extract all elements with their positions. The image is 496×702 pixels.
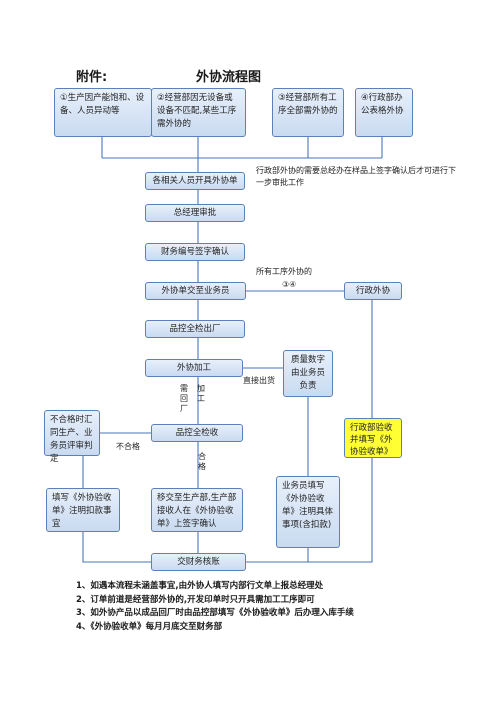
node-cause-equipment: ②经营部因无设备或设备不匹配,某些工序需外协的: [151, 88, 246, 137]
node-cause-all-process: ③经营部所有工序全部需外协的: [272, 88, 344, 137]
node-sales-fill: 业务员填写《外协验收单》注明具体事项(含扣款): [276, 476, 340, 548]
label-qualified: 合格: [198, 452, 206, 471]
node-admin-acceptance: 行政部验收并填写《外协验收单》: [344, 418, 402, 458]
node-to-sales: 外协单交至业务员: [145, 282, 246, 300]
node-cause-capacity: ①生产因产能饱和、设备、人员异动等: [54, 88, 152, 137]
note-1: 1、如遇本流程未涵盖事宜,由外协人填写内部行文单上报总经理处: [76, 581, 324, 591]
label-direct-ship: 直接出货: [243, 376, 275, 385]
connector-fill-finance: [82, 532, 151, 563]
note-4: 4、《外协验收单》每月月底交至财务部: [76, 622, 223, 632]
node-admin-outsource: 行政外协: [344, 282, 402, 300]
note-3: 3、如外协产品以成品回厂时由品控部填写《外协验收单》后办理入库手续: [76, 608, 354, 618]
label-process-return: 加工: [197, 384, 205, 403]
label-circled-34: ③④: [282, 280, 297, 289]
label-all-process: 所有工序外协的: [256, 267, 312, 276]
connector-salesfill-finance: [246, 548, 309, 563]
node-apply-form: 各相关人员开具外协单: [145, 172, 245, 190]
node-processing: 外协加工: [145, 359, 243, 377]
node-finance-sign: 财务编号签字确认: [145, 243, 245, 261]
node-gm-approval: 总经理审批: [145, 204, 245, 222]
node-to-finance: 交财务核账: [151, 553, 246, 571]
node-to-production: 移交至生产部,生产部接收人在《外协验收单》上签字确认: [151, 488, 243, 532]
node-qc-outbound: 品控全检出厂: [145, 320, 245, 338]
label-unqualified: 不合格: [116, 442, 140, 451]
page-title: 外协流程图: [196, 70, 262, 85]
note-2: 2、订单前道是经营部外协的,开发印单时只开具需加工工序即可: [76, 595, 315, 605]
node-fill-deduction: 填写《外协验收单》注明扣款事宜: [46, 488, 120, 532]
node-qty-responsibility: 质量数字由业务员负责: [283, 350, 333, 397]
node-fail-review: 不合格时汇同生产、业务员评审判定: [44, 410, 100, 464]
node-cause-admin-forms: ④行政部办公表格外协: [355, 88, 413, 137]
attachment-label: 附件:: [76, 70, 108, 85]
note-admin-sign: 行政部外协的需要总经办在样品上签字确认后才可进行下一步审批工作: [256, 166, 456, 187]
node-qc-inbound: 品控全检收: [151, 424, 243, 442]
label-need-return: 需回厂: [180, 384, 188, 413]
